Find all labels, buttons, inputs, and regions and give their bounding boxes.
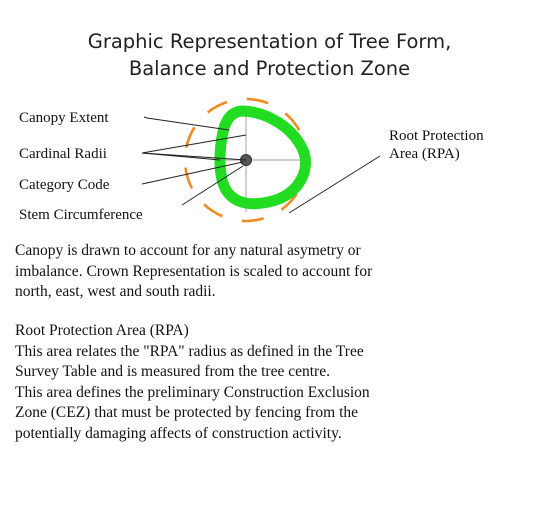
- cardinal-radii-leader-2: [141, 152, 221, 161]
- rpa-description-line: This area defines the preliminary Constr…: [15, 383, 370, 401]
- rpa-description-line: Survey Table and is measured from the tr…: [15, 363, 330, 380]
- canopy-description-line: Canopy is drawn to account for any natur…: [15, 242, 361, 259]
- title-line-2: Balance and Protection Zone: [128, 57, 411, 80]
- canopy-description-line: north, east, west and south radii.: [15, 283, 216, 300]
- rpa-description: Root Protection Area (RPA) This area rel…: [15, 321, 530, 444]
- rpa-description-line: This area relates the "RPA" radius as de…: [15, 342, 364, 360]
- rpa-description-line: potentially damaging affects of construc…: [15, 424, 342, 442]
- label-cardinal-radii: Cardinal Radii: [19, 146, 107, 162]
- rpa-leader: [288, 155, 381, 214]
- stem-circumference-leader: [181, 165, 244, 206]
- label-category-code: Category Code: [19, 177, 110, 193]
- rpa-description-heading: Root Protection Area (RPA): [15, 322, 189, 339]
- rpa-description-line: Zone (CEZ) that must be protected by fen…: [15, 404, 359, 421]
- canopy-description-line: imbalance. Crown Representation is scale…: [15, 262, 373, 280]
- cardinal-radii-leader-3: [141, 134, 247, 154]
- diagram-title: Graphic Representation of Tree Form, Bal…: [0, 28, 539, 82]
- canopy-extent-leader: [143, 116, 230, 131]
- canopy-outline: [214, 105, 311, 210]
- category-code-leader: [141, 161, 244, 185]
- label-rpa-line-2: Area (RPA): [389, 146, 460, 162]
- canopy-description: Canopy is drawn to account for any natur…: [15, 241, 530, 303]
- tree-form-diagram: Canopy Extent Cardinal Radii Category Co…: [19, 97, 484, 223]
- label-stem-circumference: Stem Circumference: [19, 207, 143, 223]
- label-canopy-extent: Canopy Extent: [19, 110, 109, 126]
- label-rpa-line-1: Root Protection: [389, 128, 484, 144]
- title-line-1: Graphic Representation of Tree Form,: [87, 30, 452, 53]
